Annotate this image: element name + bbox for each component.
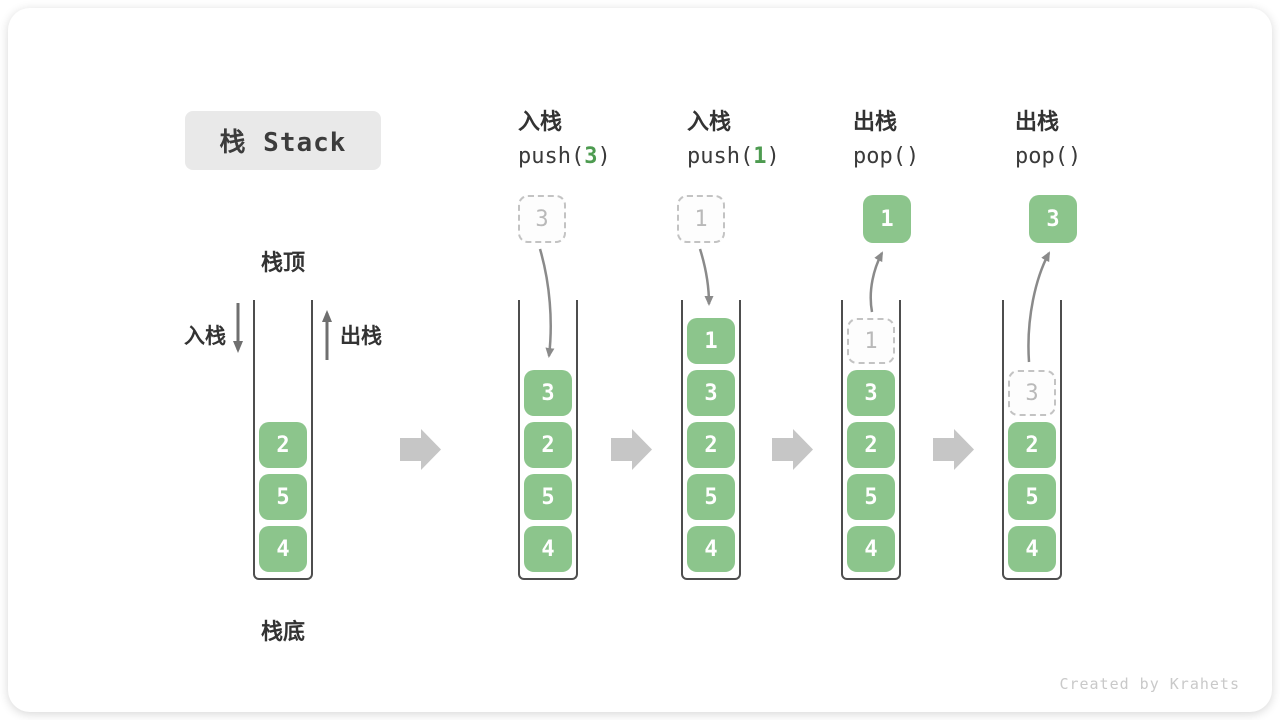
stack-container-after-pop3: 3 2 5 4 (1002, 300, 1062, 580)
step-op-label: 入栈 (687, 110, 732, 135)
stack-cell: 4 (1008, 526, 1056, 572)
stack-cell-ghost: 1 (847, 318, 895, 364)
stack-cell: 5 (259, 474, 307, 520)
step-code-label: pop() (853, 144, 920, 169)
stack-container-initial: 2 5 4 (253, 300, 313, 580)
code-argument: 1 (753, 144, 767, 169)
code-argument: 3 (584, 144, 598, 169)
stack-cell: 1 (687, 318, 735, 364)
stack-cell-ghost: 3 (1008, 370, 1056, 416)
push-direction-label: 入栈 (184, 324, 226, 348)
stack-cell: 5 (524, 474, 572, 520)
stack-cell: 5 (687, 474, 735, 520)
step-header-push1: 入栈 push(1) (687, 104, 780, 169)
stack-cell: 2 (847, 422, 895, 468)
stack-container-after-pop1: 1 3 2 5 4 (841, 300, 901, 580)
stack-cell: 5 (847, 474, 895, 520)
step-header-push3: 入栈 push(3) (518, 104, 611, 169)
stack-container-after-push3: 3 2 5 4 (518, 300, 578, 580)
stack-cell: 2 (1008, 422, 1056, 468)
floating-cell-push3: 3 (518, 195, 566, 243)
floating-cell-push1: 1 (677, 195, 725, 243)
floating-cell-popped3: 3 (1029, 195, 1077, 243)
stack-cell: 4 (259, 526, 307, 572)
step-op-label: 出栈 (853, 110, 898, 135)
stack-top-label: 栈顶 (260, 251, 305, 276)
stack-cell: 3 (687, 370, 735, 416)
stack-bottom-label: 栈底 (260, 620, 305, 645)
step-code-label: push(3) (518, 144, 611, 169)
step-header-pop-first: 出栈 pop() (853, 104, 919, 169)
stack-cell: 2 (524, 422, 572, 468)
stack-cell: 2 (259, 422, 307, 468)
step-op-label: 入栈 (518, 110, 563, 135)
floating-cell-popped1: 1 (863, 195, 911, 243)
stack-container-after-push1: 1 3 2 5 4 (681, 300, 741, 580)
stack-cell: 2 (687, 422, 735, 468)
stack-cell: 4 (524, 526, 572, 572)
stack-cell: 3 (847, 370, 895, 416)
step-code-label: push(1) (687, 144, 780, 169)
stack-cell: 4 (847, 526, 895, 572)
stack-cell: 5 (1008, 474, 1056, 520)
title-badge: 栈 Stack (185, 111, 381, 170)
watermark: Created by Krahets (1059, 675, 1240, 693)
stack-cell: 4 (687, 526, 735, 572)
title-text: 栈 Stack (219, 128, 347, 158)
stack-cell: 3 (524, 370, 572, 416)
pop-direction-label: 出栈 (340, 324, 382, 348)
step-header-pop-second: 出栈 pop() (1015, 104, 1081, 169)
step-op-label: 出栈 (1015, 110, 1060, 135)
step-code-label: pop() (1015, 144, 1082, 169)
